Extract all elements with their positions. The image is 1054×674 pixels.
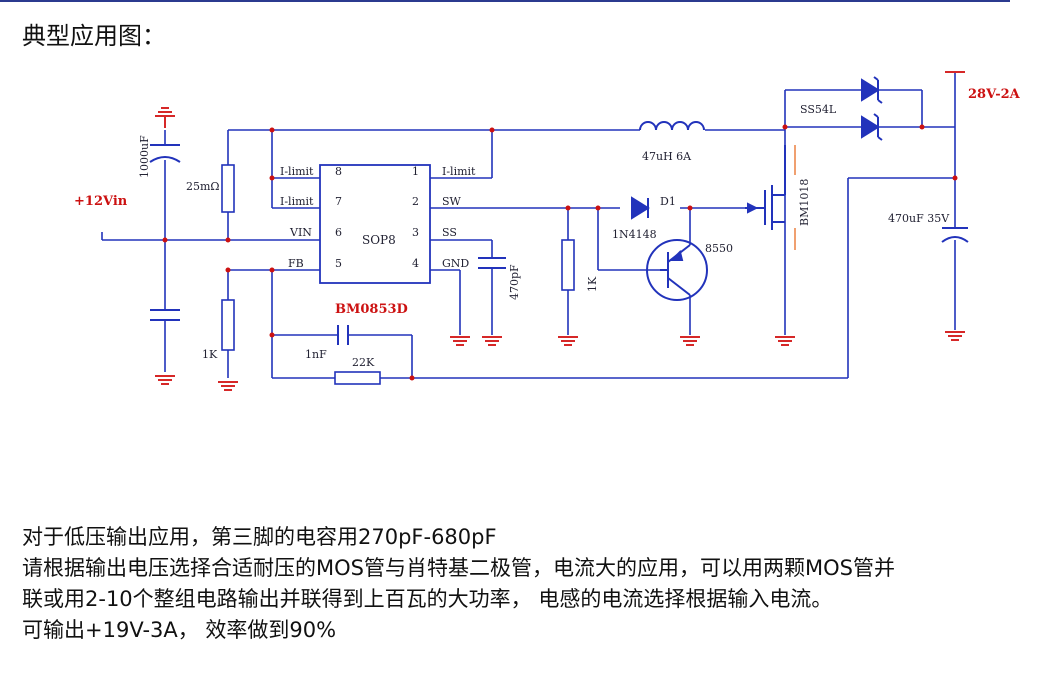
wires xyxy=(101,72,956,379)
pin-8-name: I-limit xyxy=(280,165,314,178)
pin-8-num: 8 xyxy=(335,165,342,178)
pin-7-name: I-limit xyxy=(280,195,314,208)
base-resistor xyxy=(561,239,575,291)
ground-icon xyxy=(774,336,796,346)
sense-resistor xyxy=(221,164,235,213)
inductor-label: 47uH 6A xyxy=(642,150,692,163)
pin-6-num: 6 xyxy=(335,226,342,239)
pnp-transistor xyxy=(646,239,708,301)
ic-part-label: BM0853D xyxy=(335,302,408,317)
fb-cap-label: 1nF xyxy=(305,348,327,361)
fb-resistor-low xyxy=(221,299,235,351)
ground-icon xyxy=(944,331,966,341)
input-cap-gnd-top xyxy=(154,107,176,128)
note-line-4: 可输出+19V-3A， 效率做到90% xyxy=(22,618,337,642)
ground-icon xyxy=(449,336,471,346)
inductor xyxy=(639,121,705,131)
ground-icon xyxy=(154,375,176,385)
input-cap-label: 1000uF xyxy=(138,135,151,178)
input-capacitor xyxy=(149,144,181,163)
page-title: 典型应用图： xyxy=(22,22,166,50)
schottky-diode-1 xyxy=(861,76,883,104)
schottky-diode-2 xyxy=(861,113,883,141)
pin-2-name: SW xyxy=(442,195,462,208)
diode-label: 1N4148 xyxy=(612,228,657,241)
fb-res-low-label: 1K xyxy=(202,348,218,361)
mosfet-label: BM1018 xyxy=(798,179,811,226)
pin-2-num: 2 xyxy=(412,195,419,208)
fb-res-high-label: 22K xyxy=(352,356,375,369)
ss-cap-label: 470pF xyxy=(508,264,521,300)
pin-5-num: 5 xyxy=(335,257,342,270)
output-label: 28V-2A xyxy=(968,87,1021,102)
note-line-1: 对于低压输出应用，第三脚的电容用270pF-680pF xyxy=(22,525,497,549)
output-cap-label: 470uF 35V xyxy=(888,212,950,225)
top-rule xyxy=(0,0,1010,2)
pin-5-name: FB xyxy=(288,257,304,270)
pin-6-name: VIN xyxy=(289,226,312,239)
sense-res-label: 25mΩ xyxy=(186,180,220,193)
ic-chip: SOP8 BM0853D I-limit 8 I-limit 7 VIN 6 F… xyxy=(280,164,476,317)
ground-icon xyxy=(217,381,239,391)
pin-3-name: SS xyxy=(442,226,457,239)
mosfet xyxy=(745,145,786,230)
fb-capacitor xyxy=(337,325,349,345)
notes-block: 对于低压输出应用，第三脚的电容用270pF-680pF 请根据输出电压选择合适耐… xyxy=(22,522,1042,646)
transistor-label: 8550 xyxy=(705,242,733,255)
pin-1-name: I-limit xyxy=(442,165,476,178)
output-capacitor xyxy=(941,227,969,243)
note-line-2: 请根据输出电压选择合适耐压的MOS管与肖特基二极管，电流大的应用，可以用两颗MO… xyxy=(22,556,895,580)
ic-package: SOP8 xyxy=(362,233,396,247)
pin-4-name: GND xyxy=(442,257,469,270)
fb-resistor-high xyxy=(334,371,381,385)
pin-7-num: 7 xyxy=(335,195,342,208)
note-line-3: 联或用2-10个整组电路输出并联得到上百瓦的大功率， 电感的电流选择根据输入电流… xyxy=(22,587,833,611)
filter-capacitor xyxy=(150,309,180,321)
base-res-label: 1K xyxy=(586,276,599,292)
diode-d1 xyxy=(631,196,650,220)
input-label: +12Vin xyxy=(74,194,128,209)
schottky-label: SS54L xyxy=(800,103,837,116)
ss-capacitor xyxy=(478,257,506,269)
ground-icon xyxy=(481,336,503,346)
junction-dots xyxy=(162,124,958,381)
pin-3-num: 3 xyxy=(412,226,419,239)
ground-icon xyxy=(679,336,701,346)
pin-1-num: 1 xyxy=(412,165,419,178)
diode-ref: D1 xyxy=(660,195,676,208)
circuit-schematic: SOP8 BM0853D I-limit 8 I-limit 7 VIN 6 F… xyxy=(74,71,1021,391)
pin-4-num: 4 xyxy=(412,257,419,270)
ground-icon xyxy=(557,336,579,346)
